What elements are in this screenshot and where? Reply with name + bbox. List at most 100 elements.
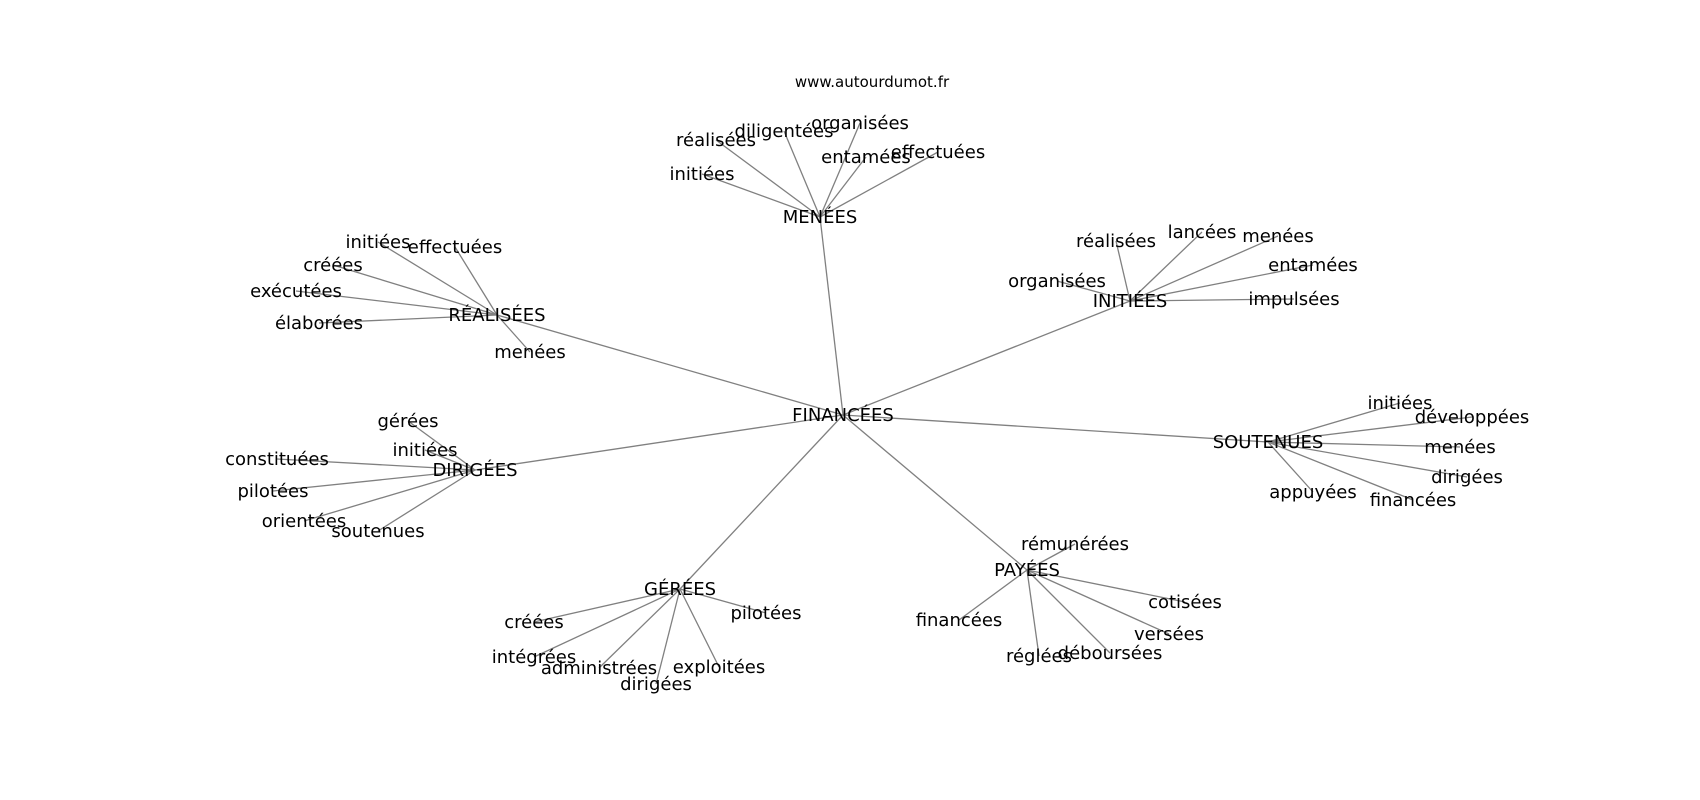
leaf-node-menees-effectuees: effectuées bbox=[891, 142, 985, 163]
hub-node-gerees: GÉRÉES bbox=[644, 578, 716, 600]
edge-payees-versees bbox=[1026, 569, 1170, 635]
edge-menees-effectuees bbox=[819, 151, 939, 218]
leaf-node-initiees-menees: menées bbox=[1242, 226, 1314, 247]
edge-root-realisees bbox=[496, 314, 844, 416]
edge-dirigees-orientees bbox=[303, 469, 476, 522]
edge-payees-remunerees bbox=[1026, 543, 1076, 571]
edge-realisees-initiees bbox=[377, 241, 498, 316]
leaf-node-menees-entamees: entamées bbox=[821, 147, 911, 168]
leaf-node-initiees-lancees: lancées bbox=[1168, 222, 1237, 243]
leaf-node-gerees-creees: créées bbox=[504, 612, 564, 633]
leaf-node-dirigees-orientees: orientées bbox=[262, 511, 346, 532]
edge-realisees-creees bbox=[332, 264, 498, 316]
edge-dirigees-initiees bbox=[424, 449, 476, 471]
hub-node-realisees: RÉALISÉES bbox=[448, 304, 545, 326]
leaf-node-gerees-administrees: administrées bbox=[541, 658, 657, 679]
edge-realisees-executees bbox=[295, 290, 498, 316]
edge-gerees-pilotees bbox=[679, 588, 767, 614]
edge-root-dirigees bbox=[474, 414, 844, 471]
edge-menees-entamees bbox=[819, 156, 867, 218]
edge-payees-cotisees bbox=[1026, 569, 1186, 603]
edge-initiees-impulsees bbox=[1129, 298, 1295, 302]
leaf-node-realisees-executees: exécutées bbox=[250, 281, 342, 302]
leaf-node-soutenues-initiees: initiées bbox=[1368, 393, 1433, 414]
edge-dirigees-gerees bbox=[407, 420, 476, 471]
edge-root-soutenues bbox=[842, 414, 1269, 443]
edge-menees-diligentees bbox=[783, 130, 821, 218]
leaf-node-menees-diligentees: diligentées bbox=[735, 121, 834, 142]
leaf-node-soutenues-developpees: développées bbox=[1415, 407, 1530, 428]
leaf-node-menees-realisees: réalisées bbox=[676, 130, 756, 151]
leaf-node-gerees-dirigees: dirigées bbox=[620, 674, 692, 695]
edge-soutenues-appuyees bbox=[1267, 441, 1314, 493]
edge-root-menees bbox=[819, 216, 844, 416]
edge-gerees-exploitees bbox=[679, 588, 720, 668]
edge-menees-initiees bbox=[701, 173, 821, 218]
edge-realisees-menees bbox=[496, 314, 531, 353]
edge-gerees-creees bbox=[533, 588, 681, 623]
edge-menees-realisees bbox=[715, 139, 821, 218]
edge-root-gerees bbox=[679, 414, 844, 590]
leaf-node-payees-remunerees: rémunérées bbox=[1021, 534, 1129, 555]
edges-layer bbox=[272, 122, 1473, 685]
edge-soutenues-dirigees bbox=[1267, 441, 1468, 478]
leaf-node-soutenues-financees: financées bbox=[1370, 490, 1457, 511]
leaf-node-payees-deboursees: déboursées bbox=[1058, 643, 1163, 664]
edge-dirigees-soutenues bbox=[377, 469, 476, 532]
edge-root-initiees bbox=[842, 300, 1131, 416]
leaf-node-payees-cotisees: cotisées bbox=[1148, 592, 1222, 613]
edge-payees-financees bbox=[958, 569, 1028, 621]
leaf-node-initiees-realisees: réalisées bbox=[1076, 231, 1156, 252]
edge-soutenues-financees bbox=[1267, 441, 1414, 501]
edge-initiees-realisees bbox=[1115, 240, 1131, 302]
edge-dirigees-pilotees bbox=[272, 469, 476, 492]
edge-gerees-integrees bbox=[533, 588, 681, 658]
leaf-node-menees-organisees: organisées bbox=[811, 113, 909, 134]
leaf-node-initiees-organisees: organisées bbox=[1008, 271, 1106, 292]
leaf-node-menees-initiees: initiées bbox=[670, 164, 735, 185]
root-node-label: FINANCÉES bbox=[792, 404, 894, 426]
edge-initiees-menees bbox=[1129, 235, 1279, 302]
leaf-node-initiees-impulsees: impulsées bbox=[1248, 289, 1339, 310]
leaf-node-payees-financees: financées bbox=[916, 610, 1003, 631]
leaf-node-payees-reglees: réglées bbox=[1006, 646, 1072, 667]
hub-node-initiees: INITIÉES bbox=[1093, 290, 1168, 312]
leaf-node-gerees-integrees: intégrées bbox=[492, 647, 577, 668]
edge-gerees-dirigees bbox=[655, 588, 681, 685]
leaf-node-soutenues-appuyees: appuyées bbox=[1269, 482, 1356, 503]
edge-menees-organisees bbox=[819, 122, 861, 218]
hub-node-payees: PAYÉES bbox=[994, 559, 1060, 581]
edge-soutenues-developpees bbox=[1267, 416, 1473, 443]
labels-layer: www.autourdumot.fr FINANCÉES MENÉES réalis… bbox=[225, 73, 1529, 695]
hub-node-soutenues: SOUTENUES bbox=[1213, 432, 1324, 453]
leaf-node-dirigees-gerees: gérées bbox=[377, 411, 438, 432]
leaf-node-dirigees-soutenues: soutenues bbox=[331, 521, 424, 542]
edge-soutenues-menees bbox=[1267, 441, 1461, 448]
edge-initiees-organisees bbox=[1056, 280, 1131, 302]
edge-initiees-entamees bbox=[1129, 264, 1314, 302]
leaf-node-gerees-pilotees: pilotées bbox=[730, 603, 801, 624]
edge-payees-reglees bbox=[1026, 569, 1040, 657]
leaf-node-dirigees-constituees: constituées bbox=[225, 449, 329, 470]
hub-node-menees: MENÉES bbox=[783, 206, 858, 228]
edge-dirigees-constituees bbox=[276, 458, 476, 471]
leaf-node-initiees-entamees: entamées bbox=[1268, 255, 1358, 276]
edge-soutenues-initiees bbox=[1267, 402, 1401, 443]
edge-payees-deboursees bbox=[1026, 569, 1111, 654]
leaf-node-dirigees-pilotees: pilotées bbox=[237, 481, 308, 502]
edge-realisees-elaborees bbox=[318, 314, 498, 324]
edge-initiees-lancees bbox=[1129, 231, 1203, 302]
site-credit: www.autourdumot.fr bbox=[795, 73, 950, 91]
leaf-node-soutenues-dirigees: dirigées bbox=[1431, 467, 1503, 488]
leaf-node-realisees-menees: menées bbox=[494, 342, 566, 363]
leaf-node-dirigees-initiees: initiées bbox=[393, 440, 458, 461]
hub-node-dirigees: DIRIGÉES bbox=[432, 459, 517, 481]
leaf-node-realisees-creees: créées bbox=[303, 255, 363, 276]
edge-root-payees bbox=[842, 414, 1028, 571]
leaf-node-payees-versees: versées bbox=[1134, 624, 1204, 645]
leaf-node-soutenues-menees: menées bbox=[1424, 437, 1496, 458]
leaf-node-realisees-effectuees: effectuées bbox=[408, 237, 502, 258]
leaf-node-gerees-exploitees: exploitées bbox=[673, 657, 765, 678]
leaf-node-realisees-elaborees: élaborées bbox=[275, 313, 363, 334]
